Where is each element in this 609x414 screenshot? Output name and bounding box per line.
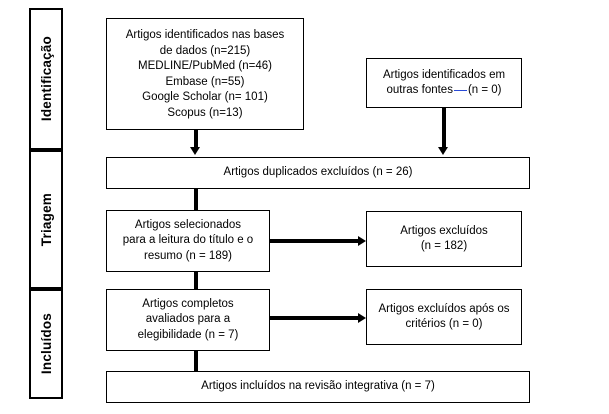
box-studies-included-text: Artigos incluídos na revisão integrativa… (201, 380, 435, 393)
connector-eligibility-to-included (194, 351, 198, 372)
box-full-text-excluded-criteria: Artigos excluídos após os critérios (n =… (366, 289, 522, 345)
arrowhead-other-sources-to-duplicates-icon (437, 147, 448, 155)
connector-other-sources-to-duplicates (442, 108, 446, 150)
hyperlink-artifact-icon (453, 90, 467, 91)
box-studies-included: Artigos incluídos na revisão integrativa… (106, 371, 530, 403)
stage-label-incluidos-text: Incluídos (38, 313, 54, 375)
box-other-sources-line1: Artigos identificados em (382, 68, 506, 81)
box-duplicates-excluded: Artigos duplicados excluídos (n = 26) (106, 157, 530, 189)
stage-label-triagem: Triagem (29, 150, 63, 289)
box-other-sources-line2-prefix: outras fontes (386, 84, 453, 96)
box-other-sources-line2-suffix: (n = 0) (467, 84, 502, 96)
box-records-screened: Artigos selecionados para a leitura do t… (106, 210, 270, 272)
connector-screened-to-eligibility (194, 272, 198, 290)
box-full-text-eligibility: Artigos completos avaliados para a elegi… (106, 289, 270, 351)
arrowhead-databases-to-duplicates-icon (189, 147, 200, 155)
arrowhead-screened-to-excluded-icon (358, 235, 366, 246)
box-full-text-eligibility-text: Artigos completos avaliados para a elegi… (137, 297, 239, 341)
connector-databases-to-duplicates (194, 130, 198, 150)
box-full-text-excluded-criteria-text: Artigos excluídos após os critérios (n =… (378, 302, 510, 331)
arrowhead-eligibility-to-excluded-criteria-icon (358, 312, 366, 323)
box-records-identified-other-sources: Artigos identificados em outras fontes (n… (366, 58, 522, 108)
connector-eligibility-to-excluded-criteria (270, 316, 360, 320)
box-records-identified-databases-text: Artigos identificados nas bases de dados… (125, 29, 285, 119)
stage-label-triagem-text: Triagem (38, 192, 54, 247)
connector-screened-to-excluded (270, 239, 360, 243)
box-records-excluded-screening-text: Artigos excluídos (n = 182) (400, 224, 488, 253)
stage-label-incluidos: Incluídos (29, 289, 63, 399)
stage-label-identificacao: Identificação (29, 8, 63, 150)
box-records-excluded-screening: Artigos excluídos (n = 182) (366, 211, 522, 267)
box-records-screened-text: Artigos selecionados para a leitura do t… (122, 218, 254, 262)
connector-duplicates-to-screened (194, 189, 198, 211)
box-duplicates-excluded-text: Artigos duplicados excluídos (n = 26) (223, 166, 413, 179)
stage-label-identificacao-text: Identificação (38, 36, 54, 122)
box-records-identified-databases: Artigos identificados nas bases de dados… (106, 18, 304, 130)
